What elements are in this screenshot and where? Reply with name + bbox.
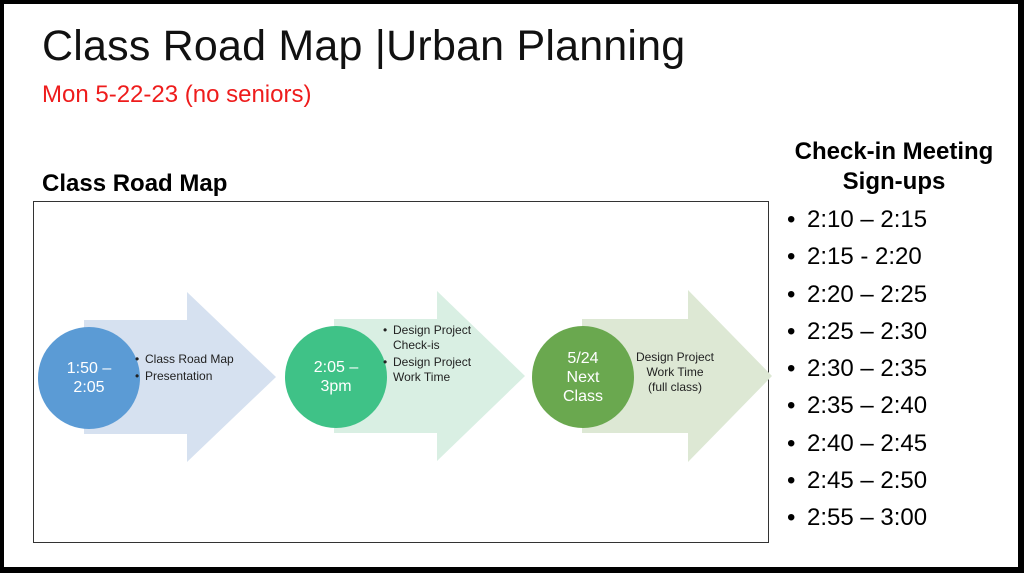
signups-list: 2:10 – 2:15 2:15 - 2:20 2:20 – 2:25 2:25… xyxy=(785,201,927,537)
signup-slot: 2:25 – 2:30 xyxy=(785,313,927,351)
signups-heading: Check-in Meeting Sign-ups xyxy=(774,137,1014,197)
step-3-arrow-shape xyxy=(582,290,772,462)
step-1-bullet: Class Road Map xyxy=(135,352,235,367)
signup-slot: 2:10 – 2:15 xyxy=(785,201,927,239)
step-1-circle: 1:50 – 2:05 xyxy=(38,327,140,429)
step-3-circle: 5/24 Next Class xyxy=(532,326,634,428)
step-2-time-line-2: 3pm xyxy=(320,378,352,395)
slide: Class Road Map |Urban Planning Mon 5-22-… xyxy=(4,4,1018,567)
signup-slot: 2:45 – 2:50 xyxy=(785,462,927,500)
signup-slot: 2:30 – 2:35 xyxy=(785,350,927,388)
step-3-date-line-1: 5/24 xyxy=(567,349,599,367)
step-2-bullets: Design Project Check-is Design Project W… xyxy=(383,323,479,387)
step-2-bullet: Design Project Check-is xyxy=(383,323,479,353)
roadmap-heading: Class Road Map xyxy=(42,170,228,197)
signup-slot: 2:40 – 2:45 xyxy=(785,425,927,463)
signups-heading-line: Check-in Meeting xyxy=(794,138,994,165)
step-1-bullet: Presentation xyxy=(135,369,235,384)
step-2-bullet: Design Project Work Time xyxy=(383,355,479,385)
step-1-time-line-2: 2:05 xyxy=(73,379,105,396)
step-3-text-line: (full class) xyxy=(647,380,702,394)
step-3-arrow xyxy=(582,290,772,462)
step-1-bullets: Class Road Map Presentation xyxy=(135,352,235,386)
step-3-text-line: Design Project xyxy=(635,350,715,364)
step-3-text-line: Work Time xyxy=(646,365,704,379)
step-2-circle: 2:05 – 3pm xyxy=(285,326,387,428)
roadmap-box: 1:50 – 2:05 Class Road Map Presentation … xyxy=(33,201,772,543)
signup-slot: 2:35 – 2:40 xyxy=(785,387,927,425)
step-3-description: Design Project Work Time (full class) xyxy=(620,350,730,395)
signup-slot: 2:20 – 2:25 xyxy=(785,276,927,314)
step-3-date-line-2: Next xyxy=(566,368,600,386)
signups-heading-line: Sign-ups xyxy=(842,168,946,195)
step-3-date-line-3: Class xyxy=(562,387,603,405)
step-1-time-line-1: 1:50 – xyxy=(66,360,112,377)
slide-subtitle: Mon 5-22-23 (no seniors) xyxy=(42,81,312,108)
step-2-time-line-1: 2:05 – xyxy=(313,359,359,376)
signup-slot: 2:55 – 3:00 xyxy=(785,499,927,537)
slide-title: Class Road Map |Urban Planning xyxy=(42,22,686,70)
signup-slot: 2:15 - 2:20 xyxy=(785,238,927,276)
